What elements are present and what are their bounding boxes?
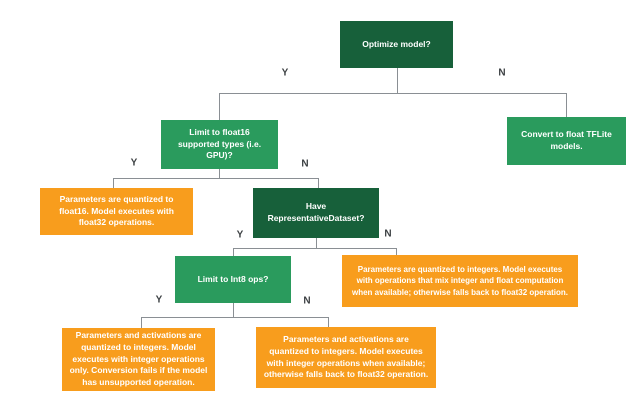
branch-label-repdataset-yes: Y [236, 229, 244, 241]
connector-float16-branch-bar [113, 178, 319, 179]
connector-optimize-stem [397, 68, 398, 93]
outcome-node-quantized-integer-fallback: Parameters and activations are quantized… [256, 327, 436, 388]
branch-label-optimize-no: N [498, 67, 506, 79]
connector-optimize-no-drop [566, 93, 567, 117]
connector-repdataset-yes-drop [233, 248, 234, 256]
connector-int8-no-drop [328, 317, 329, 327]
branch-label-int8-yes: Y [155, 294, 163, 306]
connector-optimize-branch-bar [219, 93, 567, 94]
branch-label-float16-no: N [301, 158, 309, 170]
connector-optimize-yes-drop [219, 93, 220, 120]
outcome-node-quantized-float16: Parameters are quantized to float16. Mod… [40, 188, 193, 235]
branch-label-float16-yes: Y [130, 157, 138, 169]
branch-label-int8-no: N [303, 295, 311, 307]
connector-int8-stem [233, 303, 234, 317]
branch-label-optimize-yes: Y [281, 67, 289, 79]
connector-float16-stem [219, 169, 220, 178]
decision-node-have-representative-dataset: Have RepresentativeDataset? [253, 188, 379, 238]
outcome-node-quantized-integers-mixed: Parameters are quantized to integers. Mo… [342, 255, 578, 307]
connector-repdataset-stem [316, 238, 317, 248]
branch-label-repdataset-no: N [384, 228, 392, 240]
connector-int8-branch-bar [141, 317, 329, 318]
connector-float16-yes-drop [113, 178, 114, 188]
connector-float16-no-drop [318, 178, 319, 188]
outcome-node-convert-float-tflite: Convert to float TFLite models. [507, 117, 626, 165]
decision-node-optimize-model: Optimize model? [340, 21, 453, 68]
decision-node-limit-float16: Limit to float16 supported types (i.e. G… [161, 120, 278, 169]
decision-node-limit-int8-ops: Limit to Int8 ops? [175, 256, 291, 303]
connector-int8-yes-drop [141, 317, 142, 328]
outcome-node-quantized-integer-only: Parameters and activations are quantized… [62, 328, 215, 391]
connector-repdataset-no-drop [396, 248, 397, 255]
connector-repdataset-branch-bar [233, 248, 397, 249]
